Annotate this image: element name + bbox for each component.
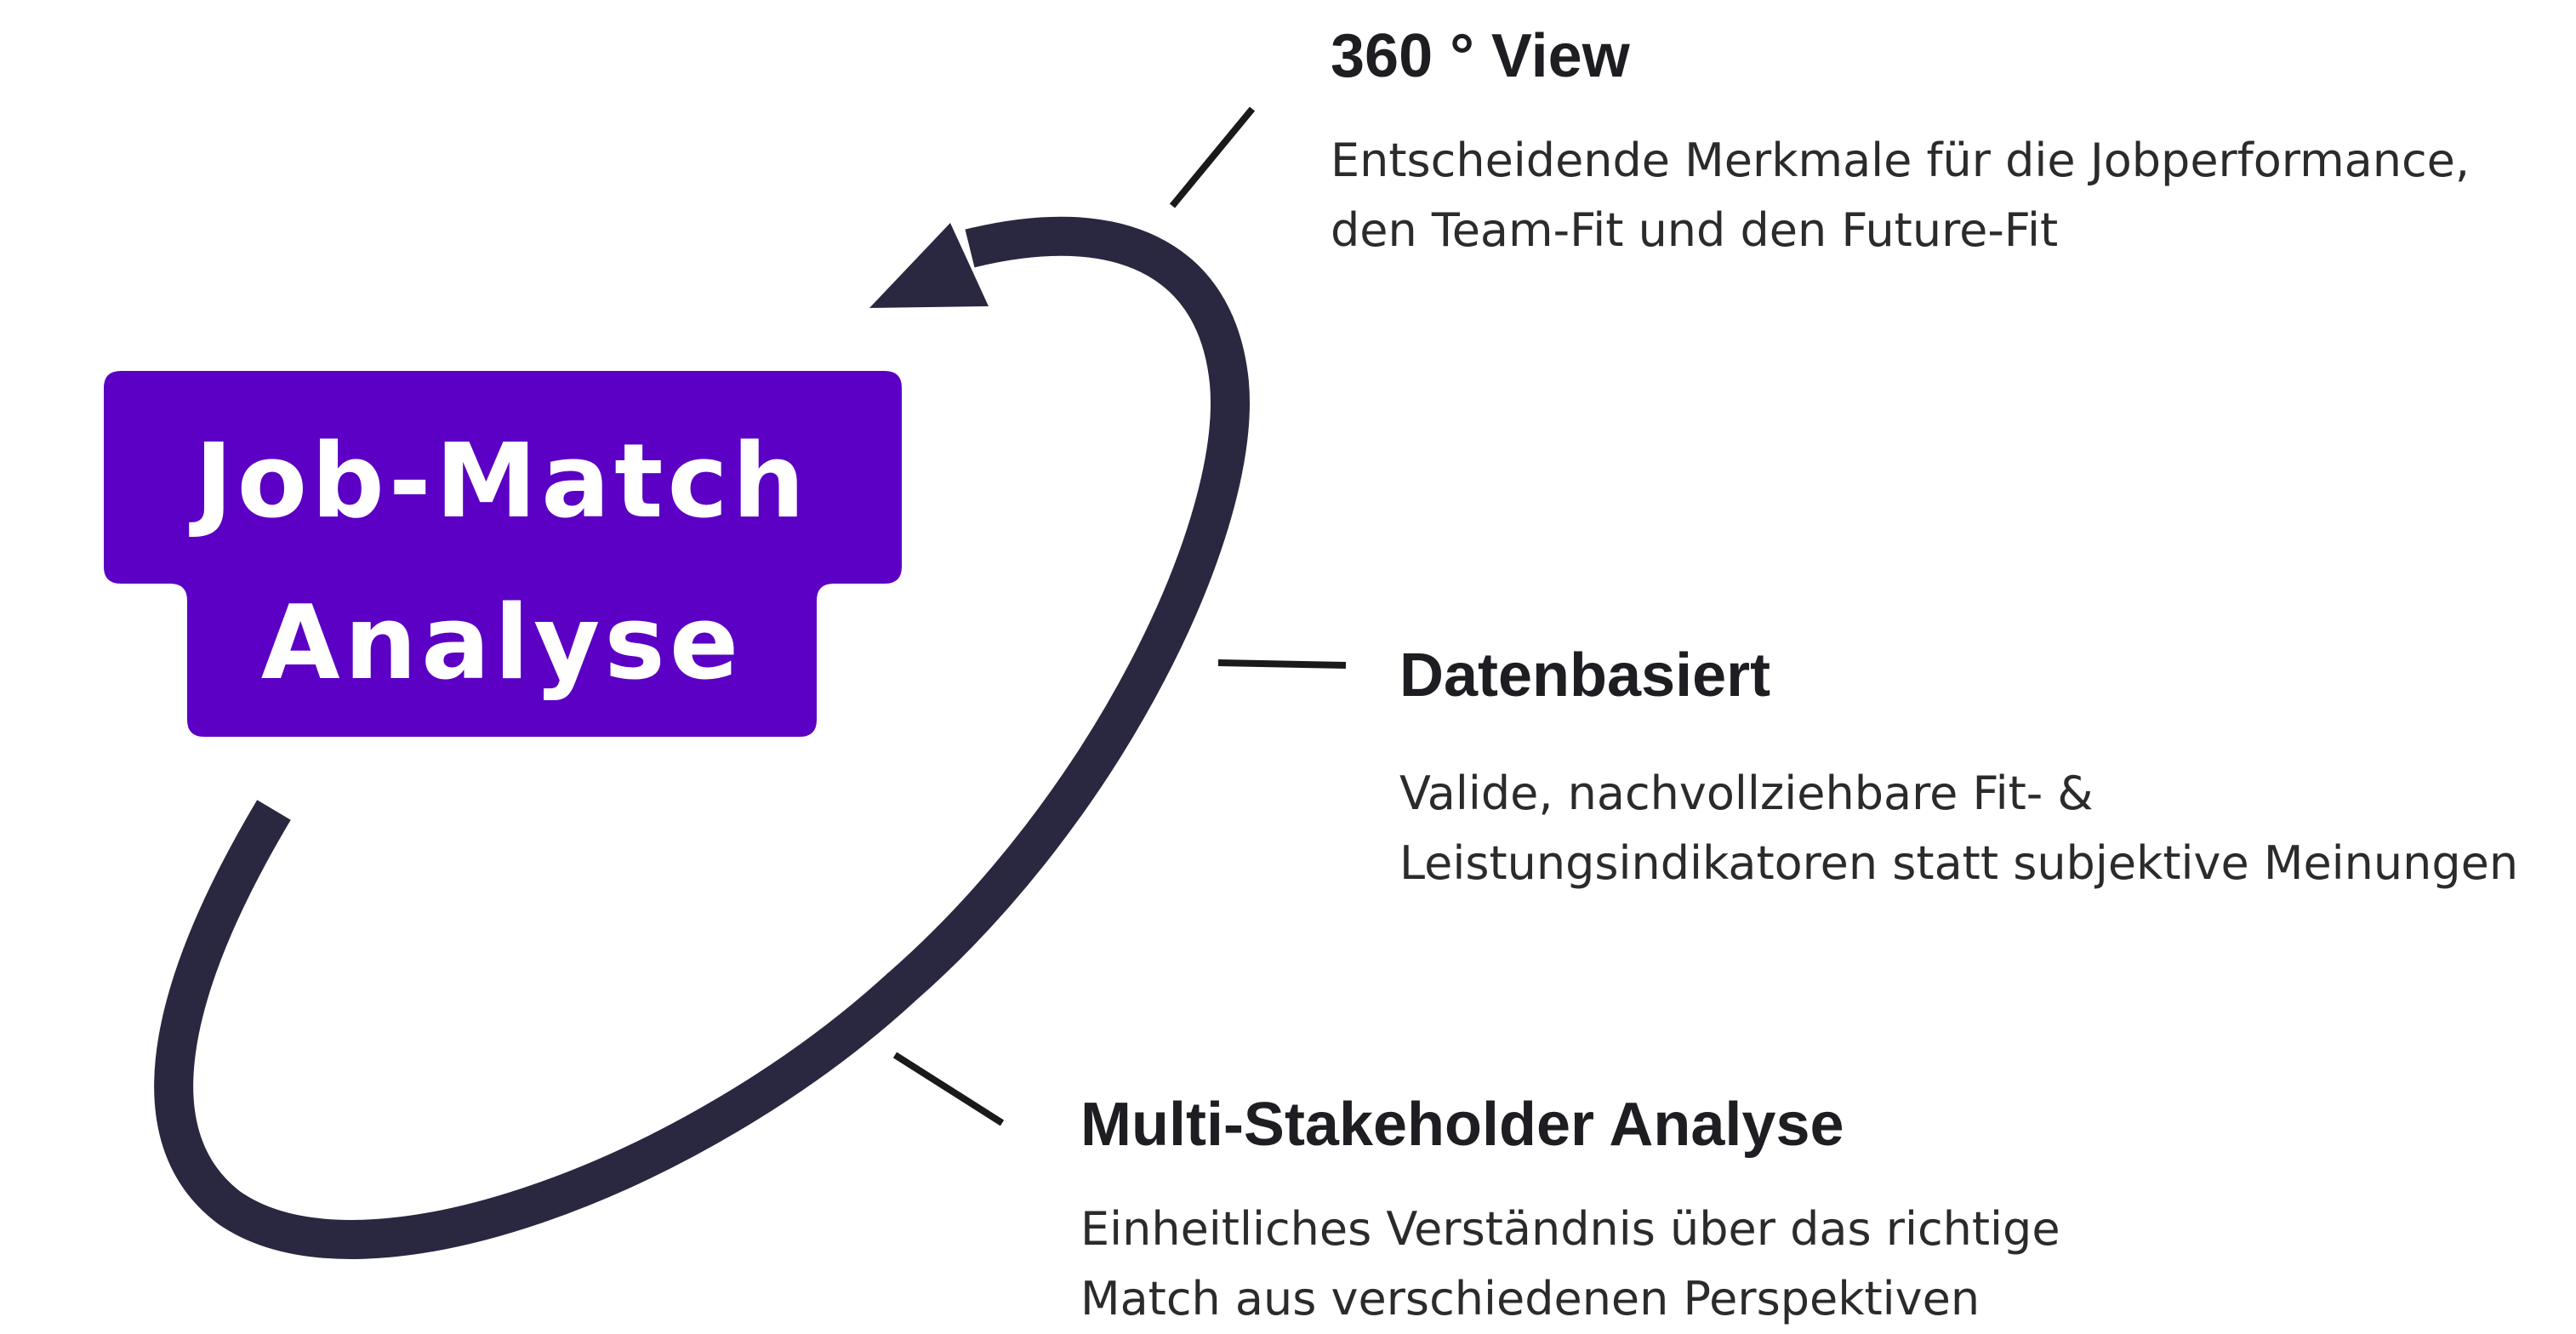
feature-description: Einheitliches Verständnis über das richt… <box>1080 1194 2060 1334</box>
main-title-text: Job-Match Analyse <box>102 402 902 725</box>
feature-description-line-1: Valide, nachvollziehbare Fit- & <box>1399 767 2094 820</box>
loop-arrow <box>154 216 1250 1259</box>
title-box <box>104 371 902 737</box>
feature-title: Multi-Stakeholder Analyse <box>1080 1091 1844 1159</box>
connector-line-multi <box>892 1052 1005 1126</box>
feature-description: Valide, nachvollziehbare Fit- & Leistung… <box>1399 759 2518 898</box>
feature-description-line-1: Einheitliches Verständnis über das richt… <box>1080 1202 2060 1256</box>
feature-360-view: 360 ° View Entscheidende Merkmale für di… <box>1331 20 2470 265</box>
connector-line-data <box>1217 659 1347 669</box>
title-line-1: Job-Match <box>194 423 810 541</box>
feature-datenbasiert: Datenbasiert Valide, nachvollziehbare Fi… <box>1399 640 2518 898</box>
feature-description-line-1: Entscheidende Merkmale für die Jobperfor… <box>1331 134 2471 187</box>
arrow-head <box>869 223 989 308</box>
title-line-2: Analyse <box>260 584 744 703</box>
feature-description-line-2: Match aus verschiedenen Perspektiven <box>1080 1272 1980 1325</box>
connector-line-view <box>1169 106 1256 208</box>
feature-description: Entscheidende Merkmale für die Jobperfor… <box>1331 126 2470 265</box>
feature-description-line-2: den Team-Fit und den Future-Fit <box>1331 203 2059 257</box>
feature-description-line-2: Leistungsindikatoren statt subjektive Me… <box>1399 836 2519 890</box>
main-title: Job-Match Analyse <box>102 371 902 737</box>
feature-title: Datenbasiert <box>1399 641 1771 710</box>
feature-multi-stakeholder: Multi-Stakeholder Analyse Einheitliches … <box>1080 1089 2060 1334</box>
feature-title: 360 ° View <box>1331 22 1630 90</box>
